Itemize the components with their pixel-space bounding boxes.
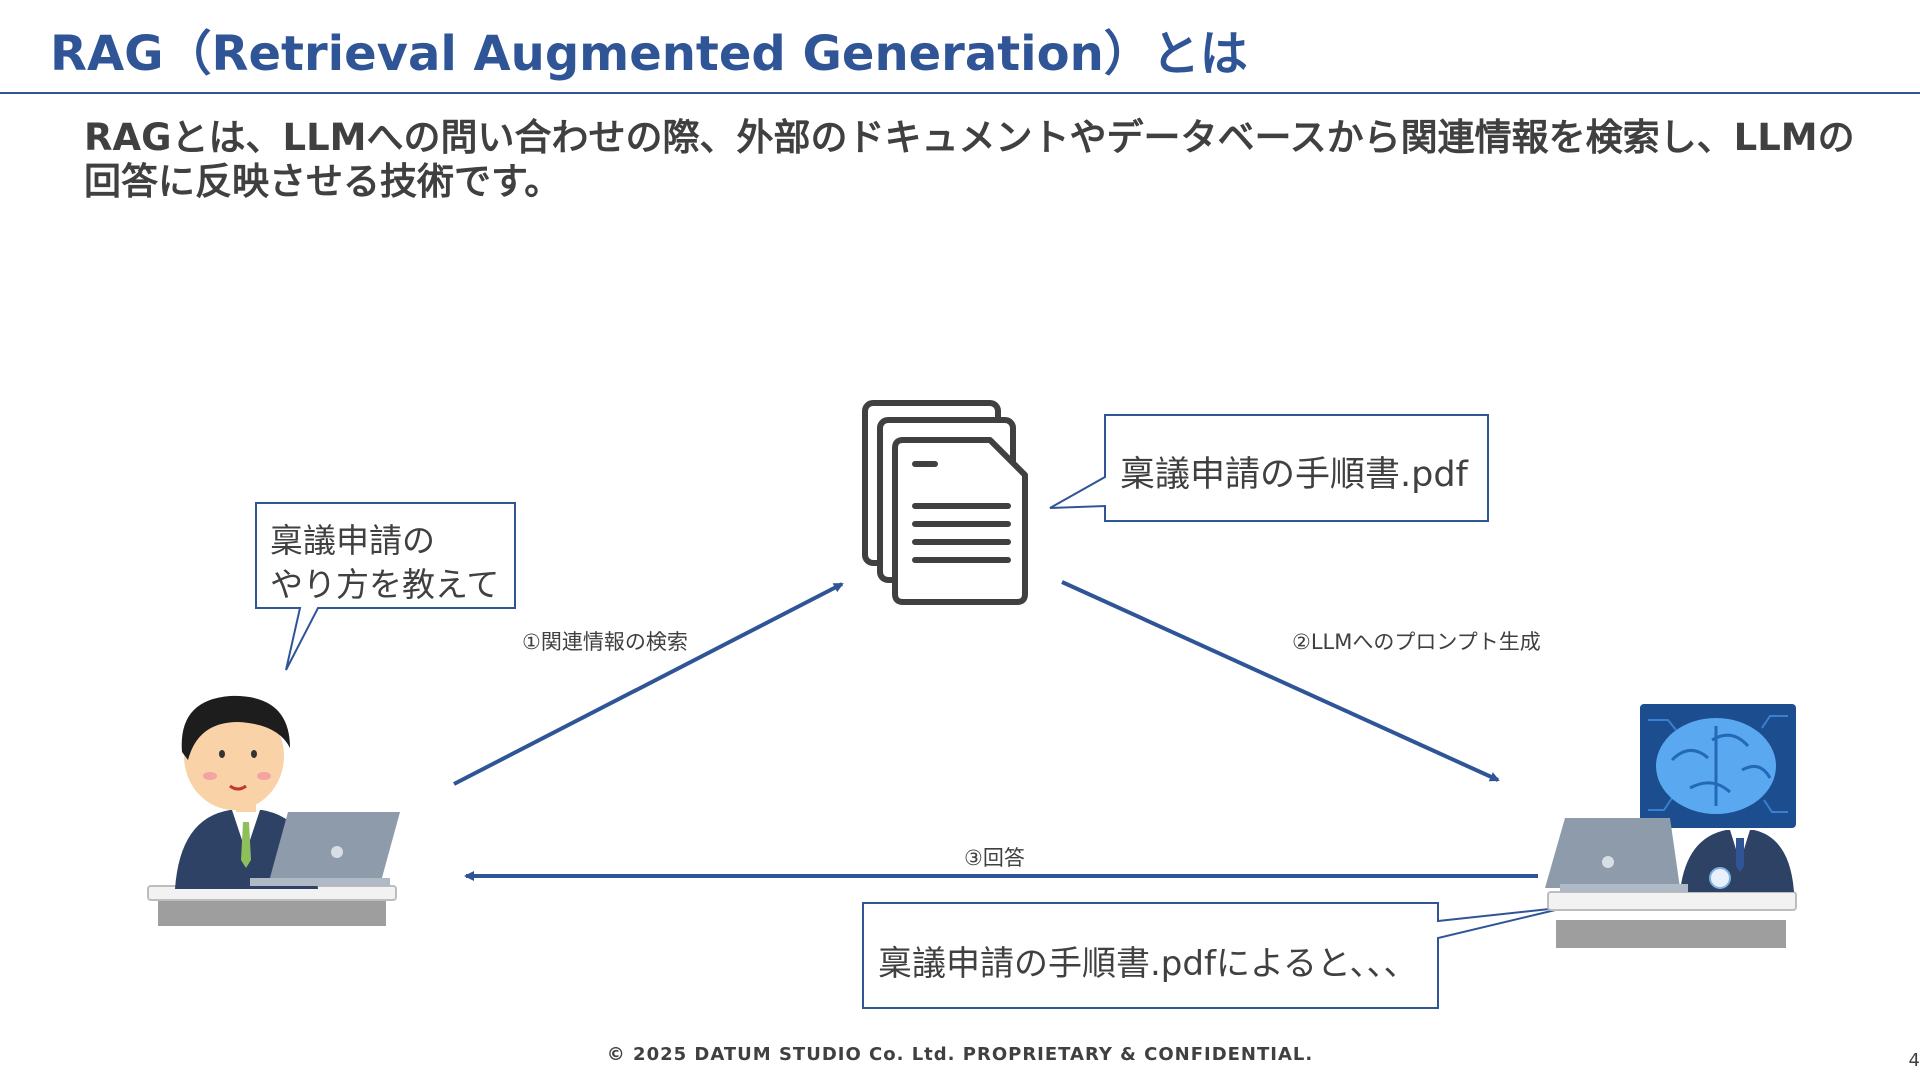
- step3-label: ③回答: [964, 842, 1025, 872]
- footer-copyright: © 2025 DATUM STUDIO Co. Ltd. PROPRIETARY…: [0, 1044, 1920, 1065]
- arrow-prompt: [1062, 582, 1498, 780]
- document-bubble-text: 稟議申請の手順書.pdf: [1120, 446, 1468, 497]
- answer-bubble-text: 稟議申請の手順書.pdfによると、、、: [878, 936, 1418, 985]
- page-number: 4: [1909, 1050, 1920, 1071]
- user-at-laptop-illustration: [148, 696, 400, 926]
- step1-label: ①関連情報の検索: [522, 626, 688, 656]
- arrow-search: [454, 584, 842, 784]
- user-bubble-line1: 稟議申請の: [270, 514, 435, 562]
- ai-brain-at-laptop-illustration: [1545, 704, 1796, 948]
- step2-label: ②LLMへのプロンプト生成: [1292, 626, 1541, 656]
- document-stack-icon: [865, 403, 1025, 602]
- user-bubble-line2: やり方を教えて: [270, 558, 499, 606]
